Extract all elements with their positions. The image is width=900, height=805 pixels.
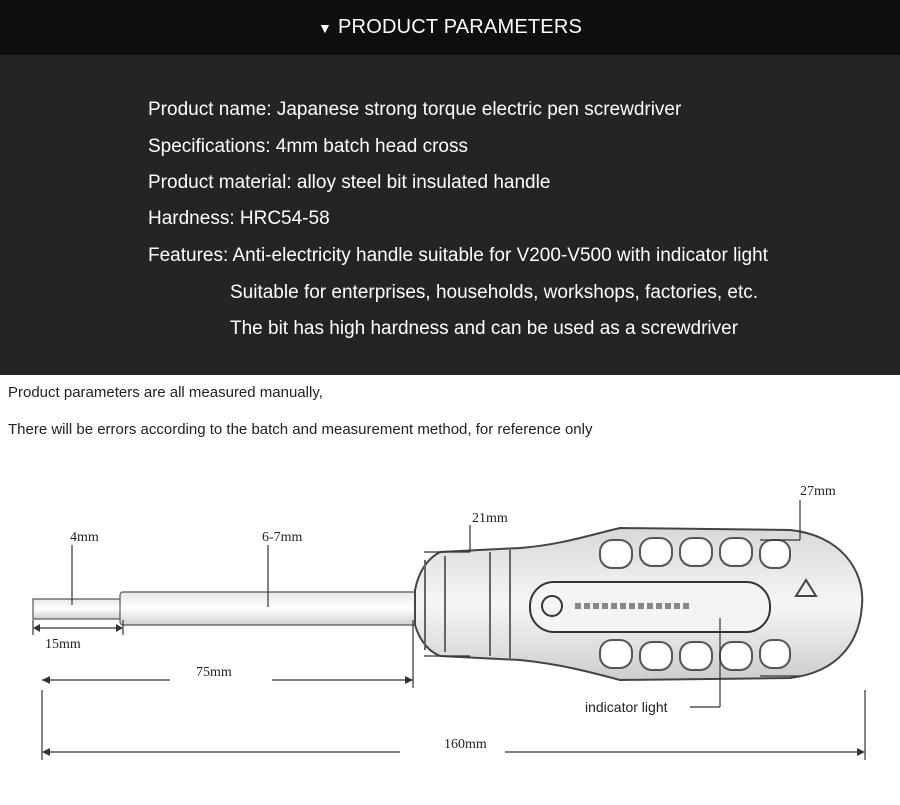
handle-width-label: 27mm: [800, 484, 836, 499]
neck-width-label: 21mm: [472, 511, 508, 526]
note-line-1: Product parameters are all measured manu…: [8, 384, 323, 401]
spec-material: Product material: alloy steel bit insula…: [148, 172, 551, 193]
spec-features: Features: Anti-electricity handle suitab…: [148, 245, 768, 266]
indicator-light-label: indicator light: [585, 699, 668, 715]
screwdriver-shaft: [32, 591, 421, 626]
spec-hardness: Hardness: HRC54-58: [148, 208, 330, 229]
spec-features-line2: Suitable for enterprises, households, wo…: [230, 282, 759, 303]
tip-width-label: 4mm: [70, 530, 99, 545]
note-line-2: There will be errors according to the ba…: [8, 421, 593, 438]
header-title: PRODUCT PARAMETERS: [338, 16, 583, 38]
tip-length-label: 15mm: [45, 637, 81, 652]
spec-product-name: Product name: Japanese strong torque ele…: [148, 99, 682, 120]
screwdriver-handle: [414, 526, 864, 682]
spec-specifications: Specifications: 4mm batch head cross: [148, 136, 468, 157]
screwdriver-diagram: 4mm 6-7mm 21mm 27mm 15mm 75mm 160mm indi…: [32, 484, 866, 760]
spec-features-line3: The bit has high hardness and can be use…: [230, 318, 739, 339]
shaft-length-label: 75mm: [196, 665, 232, 680]
shaft-width-label: 6-7mm: [262, 530, 303, 545]
specs-panel: Product name: Japanese strong torque ele…: [0, 55, 900, 375]
header-bar: ▼ PRODUCT PARAMETERS: [0, 0, 900, 55]
total-length-label: 160mm: [444, 737, 487, 752]
triangle-down-icon: ▼: [317, 19, 333, 36]
